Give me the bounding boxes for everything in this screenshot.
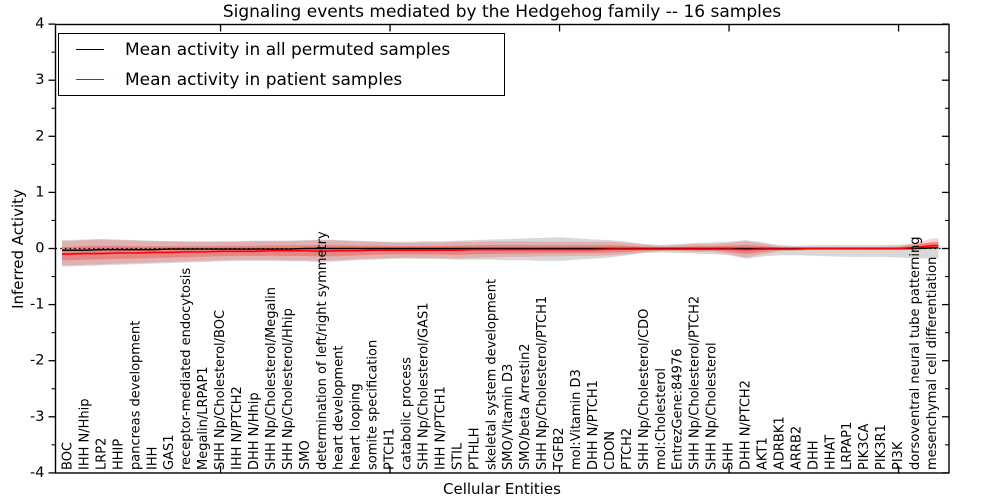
- x-tick-label: EntrezGene:84976: [671, 349, 686, 470]
- x-tick-label: somite specification: [366, 340, 381, 470]
- x-tick-label: LRP2: [94, 438, 109, 470]
- y-tick-label: -3: [30, 409, 44, 425]
- x-tick-label: heart looping: [349, 383, 364, 470]
- x-tick-label: BOC: [61, 442, 76, 470]
- x-tick-label: PTHLH: [467, 427, 482, 470]
- x-tick-label: HHAT: [823, 435, 838, 470]
- x-tick-label: CDON: [603, 431, 618, 470]
- y-tick-label: 4: [35, 16, 44, 32]
- permuted-line-sample-icon: [76, 49, 104, 50]
- x-tick-label: PI3K: [891, 441, 906, 470]
- x-tick-label: Megalin/LRPAP1: [196, 366, 211, 470]
- x-tick-label: TGFB2: [552, 427, 567, 471]
- x-tick-label: DHH N/Hhip: [247, 392, 262, 470]
- x-tick-label: DHH N/PTCH1: [586, 380, 601, 470]
- x-tick-label: IHH N/PTCH1: [433, 386, 448, 470]
- x-tick-label: DHH: [806, 440, 821, 470]
- x-tick-label: SMO: [298, 440, 313, 470]
- x-tick-label: catabolic process: [400, 357, 415, 470]
- x-tick-label: PIK3R1: [874, 424, 889, 470]
- x-tick-label: SHH Np/Cholesterol/GAS1: [416, 302, 431, 470]
- y-tick-label: 2: [35, 128, 44, 144]
- legend-label-patient: Mean activity in patient samples: [125, 69, 403, 90]
- x-tick-label: mesenchymal cell differentiation: [925, 257, 940, 470]
- y-tick-label: -4: [30, 465, 44, 481]
- x-tick-label: AKT1: [755, 437, 770, 470]
- x-tick-label: dorsoventral neural tube patterning: [908, 237, 923, 470]
- x-tick-label: IHH N/PTCH2: [230, 386, 245, 470]
- x-tick-label: DHH N/PTCH2: [739, 380, 754, 470]
- chart-title: Signaling events mediated by the Hedgeho…: [222, 2, 782, 22]
- x-tick-label: PTCH2: [620, 428, 635, 470]
- x-tick-label: ARRB2: [789, 426, 804, 470]
- x-tick-label: IHH N/Hhip: [77, 399, 92, 471]
- y-tick-label: 0: [35, 241, 44, 257]
- y-tick-label: -1: [30, 297, 44, 313]
- x-tick-label: pancreas development: [128, 321, 143, 470]
- x-tick-label: IHH: [145, 447, 160, 470]
- patient-line-sample-icon: [76, 79, 104, 80]
- x-axis-label: Cellular Entities: [443, 480, 561, 498]
- legend-item-patient: Mean activity in patient samples: [59, 68, 504, 92]
- legend-item-permuted: Mean activity in all permuted samples: [59, 38, 504, 62]
- patient-samples-std-band: [62, 238, 939, 266]
- y-tick-label: 3: [35, 72, 44, 88]
- x-tick-label: PIK3CA: [857, 423, 872, 470]
- x-tick-label: PTCH1: [383, 428, 398, 470]
- x-tick-label: SHH Np/Cholesterol: [705, 342, 720, 470]
- x-tick-label: mol:Cholesterol: [654, 368, 669, 470]
- y-tick-label: -2: [30, 353, 44, 369]
- y-tick-label: 1: [35, 184, 44, 200]
- patient-mean-line: [62, 244, 939, 255]
- x-tick-label: receptor-mediated endocytosis: [179, 268, 194, 470]
- x-tick-label: SMO/beta Arrestin2: [518, 343, 533, 470]
- x-tick-label: LRPAP1: [840, 422, 855, 470]
- x-tick-label: SHH Np/Cholesterol/BOC: [213, 310, 228, 470]
- permuted-samples-std-band: [62, 237, 939, 267]
- x-tick-label: SHH Np/Cholesterol/Megalin: [264, 287, 279, 470]
- x-tick-label: mol:Vitamin D3: [569, 369, 584, 470]
- x-tick-label: SHH Np/Cholesterol/Hhip: [281, 308, 296, 470]
- x-tick-label: heart development: [332, 345, 347, 470]
- x-tick-label: SHH Np/Cholesterol/PTCH1: [535, 296, 550, 470]
- legend-label-permuted: Mean activity in all permuted samples: [125, 39, 451, 60]
- x-tick-label: SHH: [722, 442, 737, 470]
- x-tick-label: skeletal system development: [484, 279, 499, 470]
- x-tick-label: SHH Np/Cholesterol/CDO: [637, 309, 652, 470]
- x-tick-label: SHH Np/Cholesterol/PTCH2: [688, 296, 703, 470]
- x-tick-label: SMO/Vitamin D3: [501, 364, 516, 470]
- x-tick-label: STIL: [450, 442, 465, 470]
- x-tick-label: ADRBK1: [772, 416, 787, 470]
- patient-samples-std-band-inner: [62, 241, 939, 261]
- legend-box: Mean activity in all permuted samples Me…: [58, 33, 505, 96]
- x-tick-label: determination of left/right symmetry: [315, 231, 330, 470]
- x-tick-label: HHIP: [111, 439, 126, 470]
- x-tick-label: GAS1: [162, 435, 177, 471]
